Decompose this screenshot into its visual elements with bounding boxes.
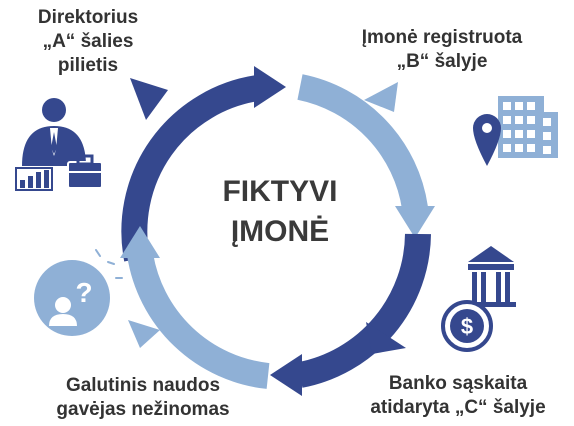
pointer-bank xyxy=(366,322,406,354)
label-director-line3: pilietis xyxy=(57,55,119,76)
bar-chart-icon xyxy=(15,167,53,191)
location-pin-icon xyxy=(473,114,501,166)
pointer-company xyxy=(364,82,398,112)
label-company-line2: „B“ šalyje xyxy=(396,51,488,72)
briefcase-icon xyxy=(67,154,103,189)
building-location-icon xyxy=(473,96,558,166)
arrowhead-top-right xyxy=(395,206,435,238)
bank-dollar-symbol: $ xyxy=(461,314,473,339)
unknown-person-icon: ? xyxy=(34,249,123,336)
center-title-line2: ĮMONĖ xyxy=(230,215,330,248)
bank-dollar-icon: $ xyxy=(441,246,516,352)
arc-bottom-right xyxy=(297,233,431,388)
center-title: FIKTYVI ĮMONĖ xyxy=(185,172,375,252)
label-director-line1: Direktorius xyxy=(37,7,139,28)
label-bank-line1: Banko sąskaita xyxy=(388,373,528,394)
arrowhead-bottom-left xyxy=(120,226,160,258)
label-company: Įmonė registruota „B“ šalyje xyxy=(332,26,552,74)
arrowhead-top-left xyxy=(254,66,286,108)
question-mark-symbol: ? xyxy=(75,277,92,308)
businessman-icon xyxy=(15,98,103,191)
cycle-ring xyxy=(120,66,435,396)
label-director: Direktorius „A“ šalies pilietis xyxy=(18,6,158,78)
arrowhead-bottom-right xyxy=(270,354,302,396)
label-beneficiary-line1: Galutinis naudos xyxy=(65,375,221,396)
pointer-beneficiary xyxy=(128,320,160,348)
sparkle-rays xyxy=(95,249,123,279)
label-beneficiary-line2: gavėjas nežinomas xyxy=(56,399,230,420)
arc-top-left xyxy=(121,75,261,262)
arc-bottom-left xyxy=(127,251,270,389)
arc-top-right xyxy=(297,74,428,211)
label-company-line1: Įmonė registruota xyxy=(361,27,523,48)
pointer-director xyxy=(130,78,168,120)
center-title-line1: FIKTYVI xyxy=(222,175,338,208)
label-beneficiary: Galutinis naudos gavėjas nežinomas xyxy=(18,374,268,422)
label-director-line2: „A“ šalies xyxy=(42,31,134,52)
label-bank-line2: atidaryta „C“ šalyje xyxy=(370,397,546,418)
label-bank: Banko sąskaita atidaryta „C“ šalyje xyxy=(348,372,568,420)
